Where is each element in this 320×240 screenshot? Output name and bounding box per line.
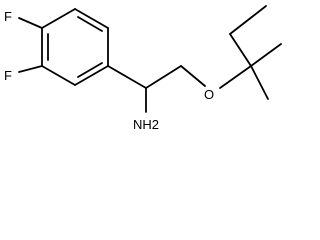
bond-quaternary-c-to-methyl-right xyxy=(250,43,282,67)
bond-quaternary-c-to-ch2 xyxy=(229,33,252,67)
chemical-structure: F F O NH2 xyxy=(4,5,282,132)
ring-double-bond-top xyxy=(77,16,103,32)
bond-ring-to-ch xyxy=(107,65,147,89)
bond-ch-to-ch2 xyxy=(145,65,182,89)
bond-ch2-to-oxygen xyxy=(180,65,206,87)
fluorine-left-label: F xyxy=(4,68,12,83)
bond-ring-to-fluorine-top xyxy=(18,17,43,29)
ring-bond-c1-c2 xyxy=(41,8,76,29)
ring-bond-c2-c3 xyxy=(74,8,109,29)
bond-oxygen-to-quaternary-c xyxy=(219,65,252,89)
oxygen-label: O xyxy=(204,87,214,102)
ring-bond-c5-c6 xyxy=(41,65,76,86)
molecule-diagram: F F O NH2 xyxy=(4,5,282,132)
ring-double-bond-bottom xyxy=(77,62,103,78)
fluorine-top-label: F xyxy=(4,9,12,24)
bond-quaternary-c-to-methyl-down xyxy=(250,65,269,100)
ring-bond-c4-c5 xyxy=(74,65,109,86)
amine-label: NH2 xyxy=(133,117,159,132)
bond-ring-to-fluorine-left xyxy=(18,65,43,73)
bond-ch2-to-ch3 xyxy=(229,5,267,35)
